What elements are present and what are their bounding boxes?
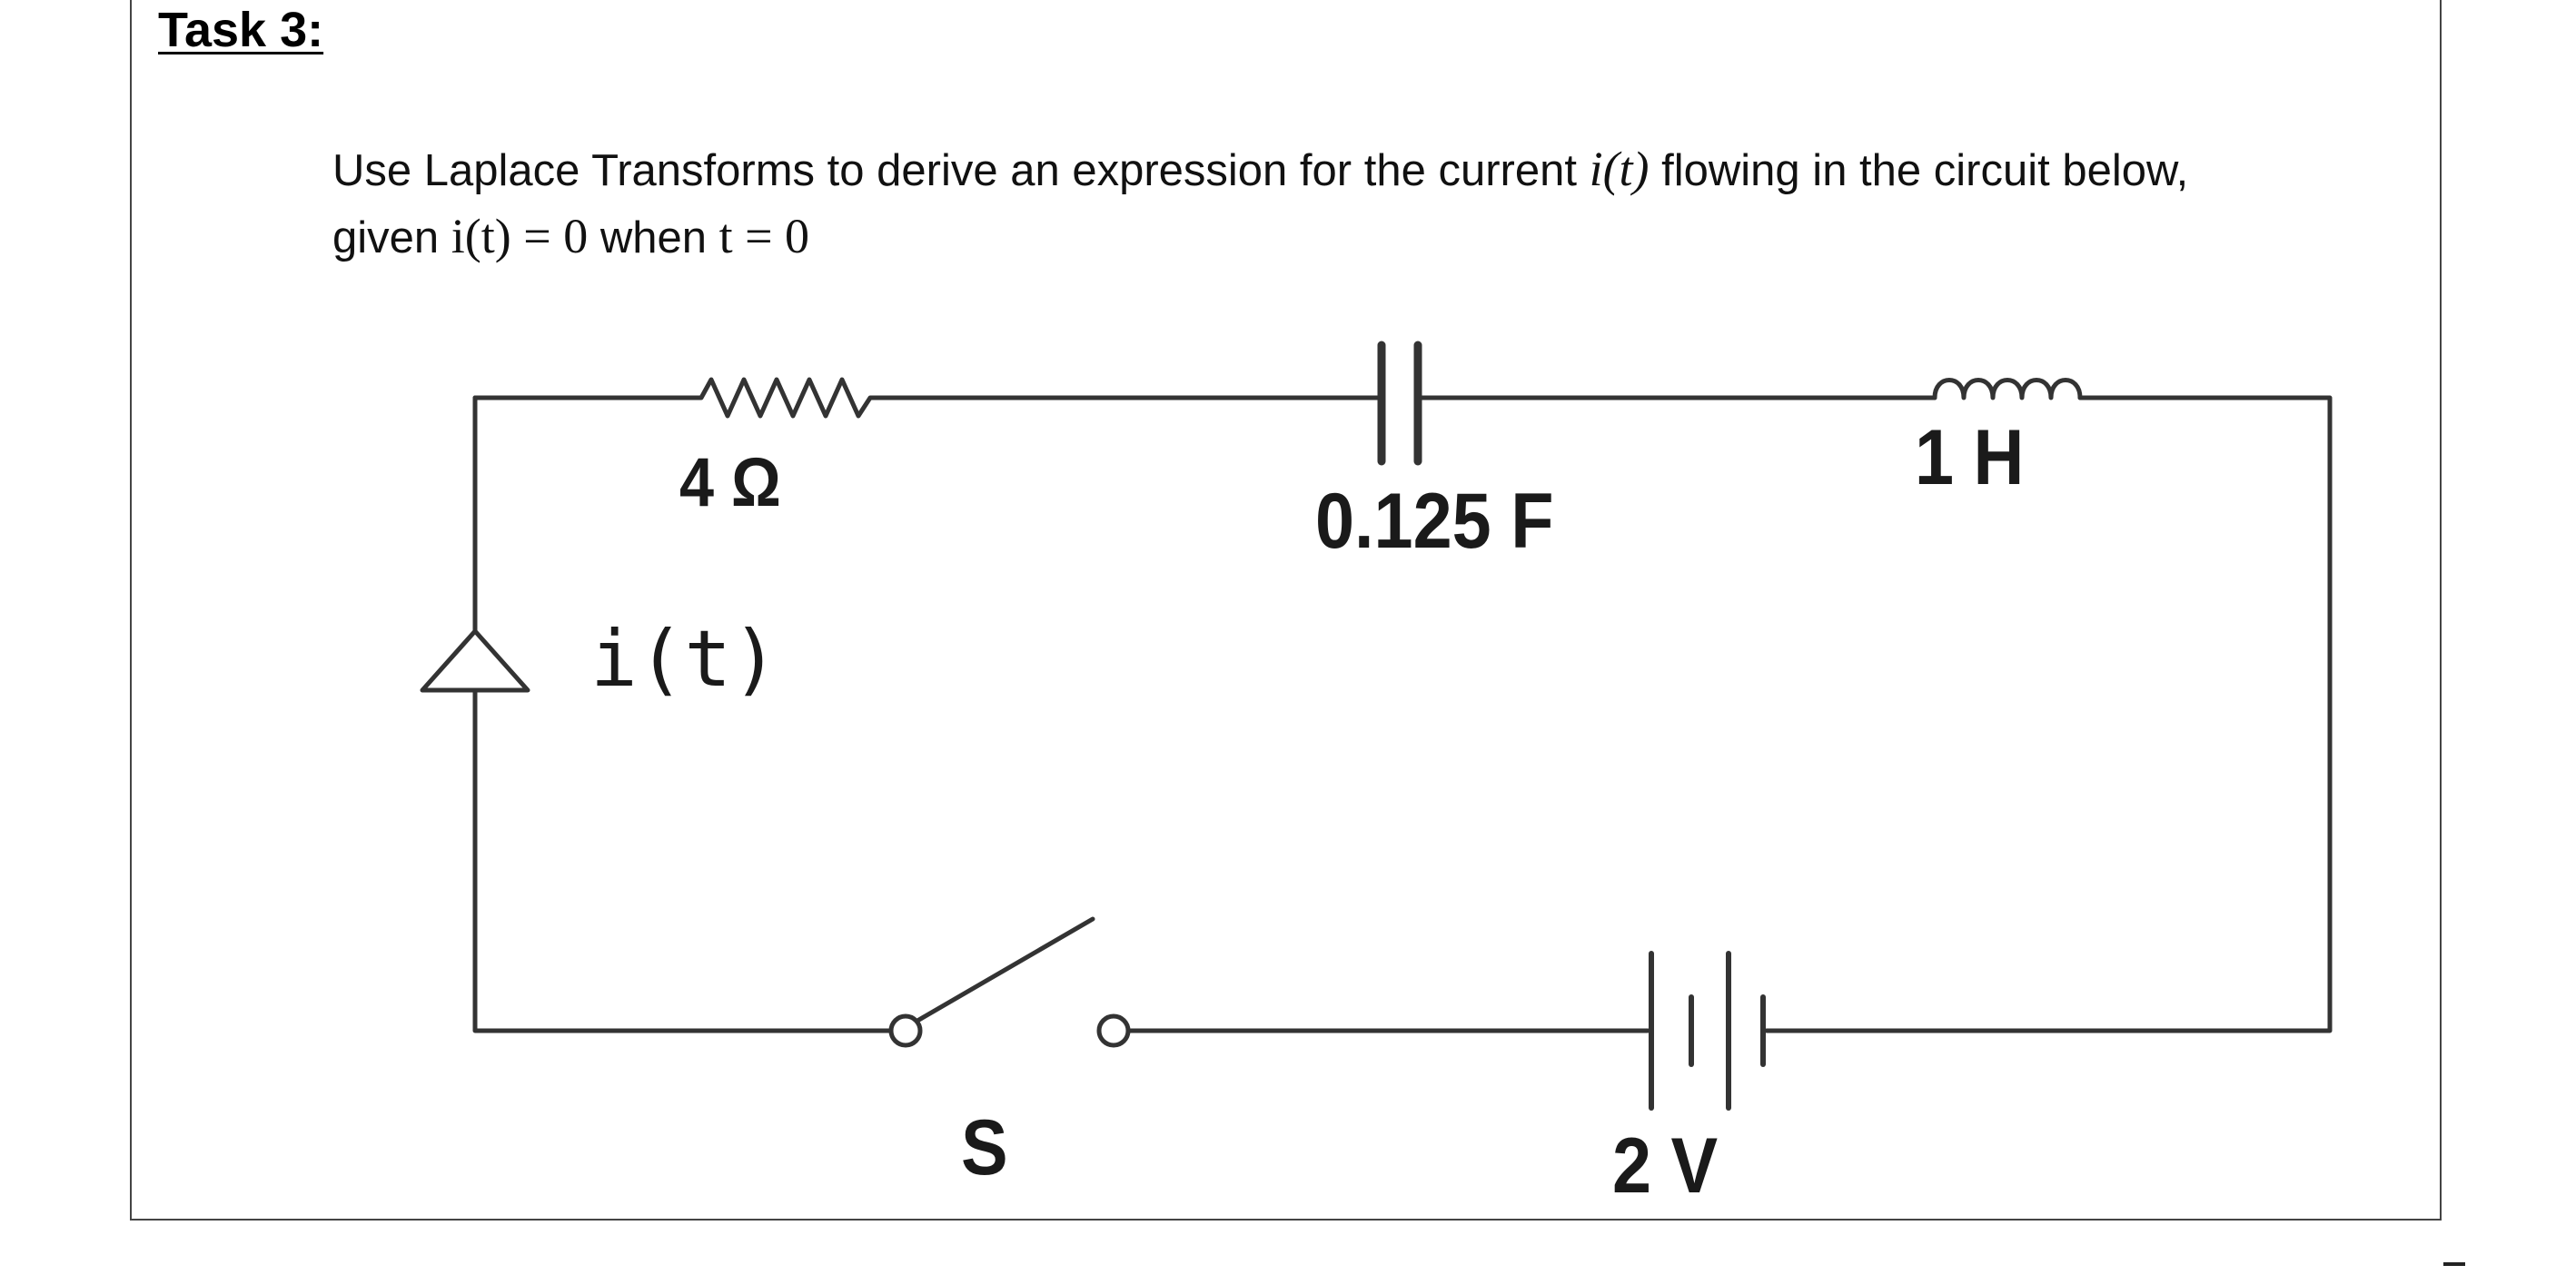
switch-label: S <box>961 1104 1008 1191</box>
question-line-1-tail: flowing in the circuit below, <box>1649 146 2189 195</box>
question-line-1: Use Laplace Transforms to derive an expr… <box>332 136 2188 203</box>
current-symbol: i(t) <box>1589 142 1650 196</box>
initial-condition: i(t) = 0 <box>451 209 589 263</box>
resistor-symbol <box>472 377 1381 419</box>
question-line-1-text: Use Laplace Transforms to derive an expr… <box>332 146 1590 195</box>
resistor-label: 4 Ω <box>679 444 781 521</box>
time-condition: t = 0 <box>718 209 810 263</box>
task-title: Task 3: <box>158 3 324 57</box>
switch-contact-right <box>1096 1013 1131 1048</box>
page-number-fragment <box>2443 1262 2465 1266</box>
question-line-2-mid: when <box>588 213 719 262</box>
question-line-2: given i(t) = 0 when t = 0 <box>332 203 2188 271</box>
right-wire <box>1764 395 2333 1033</box>
inductor-label: 1 H <box>1915 414 2025 501</box>
question-line-2-text: given <box>332 213 451 262</box>
task-frame <box>130 0 2442 1221</box>
left-wire <box>472 395 894 1033</box>
question-text: Use Laplace Transforms to derive an expr… <box>332 136 2188 271</box>
switch-lever <box>915 916 1095 1023</box>
current-label: i(t) <box>590 614 779 705</box>
inductor-symbol <box>1932 378 2083 400</box>
current-arrow-icon <box>420 628 530 693</box>
capacitor-label: 0.125 F <box>1315 478 1554 565</box>
battery-label: 2 V <box>1612 1122 1719 1210</box>
